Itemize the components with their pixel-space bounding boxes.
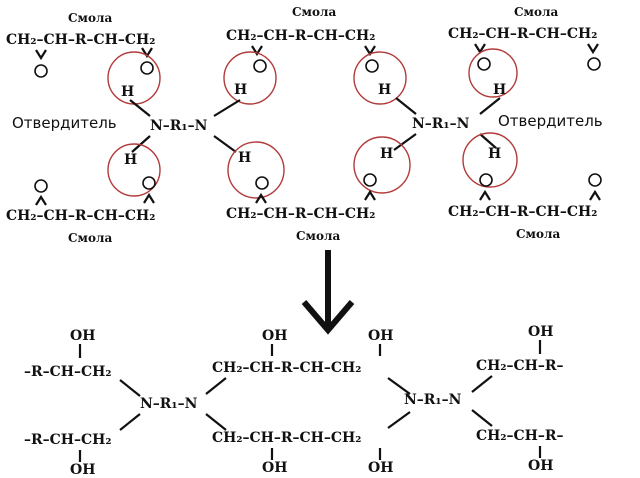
oxygen-atom bbox=[587, 57, 601, 71]
hardener-label-left: Отвердитель bbox=[12, 114, 117, 132]
diamine-left: N–R₁–N bbox=[150, 118, 208, 134]
hardener-label-right: Отвердитель bbox=[498, 112, 603, 130]
product-diamine-left: N–R₁–N bbox=[140, 396, 198, 412]
product-chain-upper-mid: CH₂–CH–R–CH–CH₂ bbox=[212, 360, 361, 376]
hydroxyl-group: OH bbox=[368, 328, 393, 344]
nh-bond bbox=[213, 99, 241, 117]
cn-bond bbox=[471, 409, 493, 427]
resin-label-top-right: Смола bbox=[514, 5, 558, 19]
hydrogen-atom: H bbox=[380, 146, 393, 162]
cn-bond bbox=[387, 411, 411, 429]
reaction-site-circle bbox=[462, 132, 518, 188]
resin-chain-bottom-mid: CH₂–CH–R–CH–CH₂ bbox=[226, 206, 375, 222]
product-chain-lower-right: CH₂–CH–R– bbox=[476, 428, 564, 444]
cn-bond bbox=[119, 413, 141, 431]
nh-bond bbox=[131, 135, 151, 153]
cn-bond bbox=[387, 377, 411, 395]
oxygen-atom bbox=[255, 176, 269, 190]
oxygen-atom bbox=[365, 59, 379, 73]
hydroxyl-group: OH bbox=[70, 328, 95, 344]
epoxide-bond bbox=[255, 192, 267, 204]
nh-bond bbox=[479, 133, 497, 149]
hydrogen-atom: H bbox=[378, 82, 391, 98]
resin-chain-top-mid: CH₂–CH–R–CH–CH₂ bbox=[226, 28, 375, 44]
hydroxyl-group: OH bbox=[262, 460, 287, 476]
reaction-site-circle bbox=[107, 143, 161, 197]
epoxide-bond bbox=[364, 189, 376, 201]
hydroxyl-group: OH bbox=[262, 328, 287, 344]
nh-bond bbox=[479, 97, 501, 115]
nh-bond bbox=[395, 97, 417, 115]
hydroxyl-group: OH bbox=[368, 460, 393, 476]
cn-bond bbox=[205, 413, 227, 431]
reaction-site-circle bbox=[227, 141, 285, 199]
resin-chain-bottom-right: CH₂–CH–R–CH–CH₂ bbox=[448, 204, 597, 220]
reaction-site-circle bbox=[223, 51, 277, 105]
epoxide-bond bbox=[143, 192, 155, 204]
product-chain-lower-left: –R–CH–CH₂ bbox=[24, 432, 112, 448]
reaction-site-circle bbox=[353, 136, 411, 194]
resin-label-bottom-mid: Смола bbox=[296, 229, 340, 243]
oxygen-atom bbox=[477, 57, 491, 71]
oxygen-atom bbox=[34, 64, 48, 78]
resin-chain-bottom-left: CH₂–CH–R–CH–CH₂ bbox=[6, 208, 155, 224]
product-chain-upper-left: –R–CH–CH₂ bbox=[24, 364, 112, 380]
oxygen-atom bbox=[142, 176, 156, 190]
oxygen-atom bbox=[140, 61, 154, 75]
oxygen-atom bbox=[588, 173, 602, 187]
epoxide-bond bbox=[587, 43, 599, 55]
oxygen-atom bbox=[34, 179, 48, 193]
hydrogen-atom: H bbox=[234, 82, 247, 98]
nh-bond bbox=[213, 135, 237, 153]
product-chain-upper-right: CH₂–CH–R– bbox=[476, 358, 564, 374]
oxygen-atom bbox=[479, 173, 493, 187]
reaction-site-circle bbox=[353, 51, 407, 105]
hydrogen-atom: H bbox=[488, 146, 501, 162]
oxygen-atom bbox=[253, 59, 267, 73]
resin-label-top-mid: Смола bbox=[292, 5, 336, 19]
hydrogen-atom: H bbox=[124, 152, 137, 168]
resin-label-bottom-left: Смола bbox=[68, 231, 112, 245]
diamine-right: N–R₁–N bbox=[412, 116, 470, 132]
resin-label-bottom-right: Смола bbox=[516, 227, 560, 241]
product-diamine-right: N–R₁–N bbox=[404, 392, 462, 408]
hydroxyl-group: OH bbox=[528, 324, 553, 340]
cn-bond bbox=[119, 379, 141, 397]
resin-chain-top-left: CH₂–CH–R–CH–CH₂ bbox=[6, 32, 155, 48]
hydroxyl-group: OH bbox=[70, 462, 95, 478]
resin-chain-top-right: CH₂–CH–R–CH–CH₂ bbox=[448, 26, 597, 42]
arrow-down-icon bbox=[301, 250, 355, 335]
nh-bond bbox=[129, 99, 151, 117]
epoxide-bond bbox=[251, 45, 263, 57]
epoxide-bond bbox=[35, 194, 47, 206]
hydrogen-atom: H bbox=[493, 82, 506, 98]
nh-bond bbox=[393, 133, 417, 151]
hydrogen-atom: H bbox=[121, 84, 134, 100]
product-chain-lower-mid: CH₂–CH–R–CH–CH₂ bbox=[212, 430, 361, 446]
hydrogen-atom: H bbox=[238, 150, 251, 166]
epoxide-bond bbox=[35, 49, 47, 61]
cn-bond bbox=[205, 377, 227, 395]
hydroxyl-group: OH bbox=[528, 458, 553, 474]
cn-bond bbox=[471, 375, 493, 393]
epoxide-bond bbox=[589, 189, 601, 201]
epoxide-bond bbox=[479, 189, 491, 201]
oxygen-atom bbox=[363, 173, 377, 187]
resin-label-top-left: Смола bbox=[68, 11, 112, 25]
reaction-site-circle bbox=[468, 48, 518, 98]
